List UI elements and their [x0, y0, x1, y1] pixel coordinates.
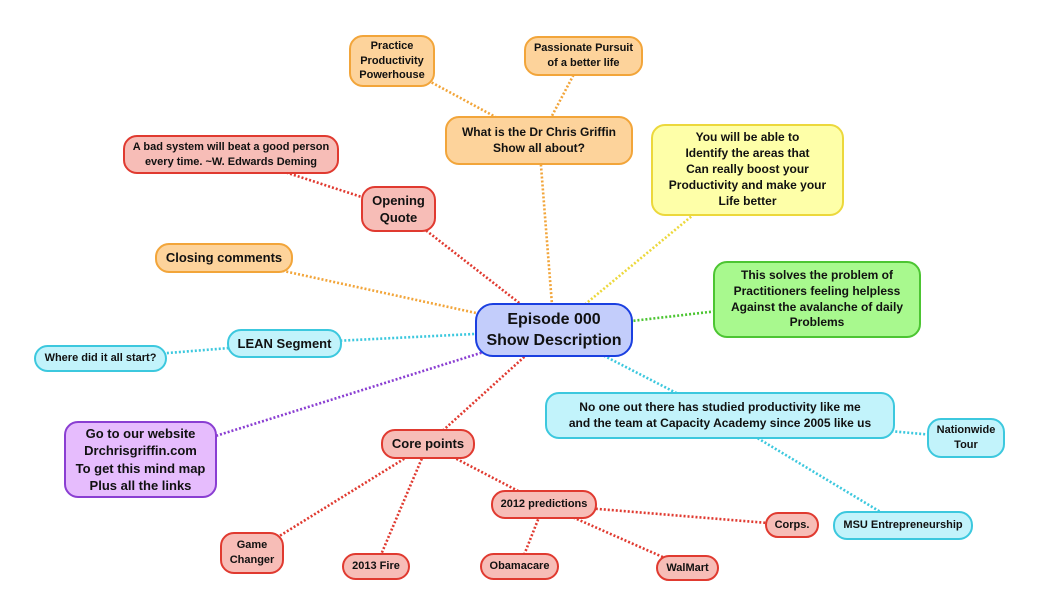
node-obamacare[interactable]: Obamacare	[480, 553, 559, 580]
connector-core_points-game_changer	[251, 442, 429, 555]
node-msu-entrepreneurship[interactable]: MSU Entrepreneurship	[833, 511, 973, 540]
node-passionate-pursuit[interactable]: Passionate Pursuit of a better life	[524, 36, 643, 76]
connector-center-no_one_studied	[553, 328, 721, 417]
connector-predictions_2012-obamacare	[518, 504, 546, 567]
node-corps[interactable]: Corps.	[765, 512, 819, 538]
connector-core_points-fire_2013	[374, 443, 430, 568]
node-nationwide-tour[interactable]: Nationwide Tour	[927, 418, 1005, 458]
connector-center-what_is_show	[537, 140, 556, 331]
node-problem-solved[interactable]: This solves the problem of Practitioners…	[713, 261, 921, 338]
node-opening-quote[interactable]: Opening Quote	[361, 186, 436, 232]
node-2012-predictions[interactable]: 2012 predictions	[491, 490, 597, 519]
node-where-did-it-start[interactable]: Where did it all start?	[34, 345, 167, 372]
node-walmart[interactable]: WalMart	[656, 555, 719, 581]
node-deming-quote[interactable]: A bad system will beat a good person eve…	[123, 135, 339, 174]
node-closing-comments[interactable]: Closing comments	[155, 243, 293, 273]
connector-no_one_studied-msu	[719, 414, 904, 527]
node-practice-productivity[interactable]: Practice Productivity Powerhouse	[349, 35, 435, 87]
central-topic[interactable]: Episode 000 Show Description	[475, 303, 633, 357]
node-2013-fire[interactable]: 2013 Fire	[342, 553, 410, 580]
node-core-points[interactable]: Core points	[381, 429, 475, 459]
node-lean-segment[interactable]: LEAN Segment	[227, 329, 342, 358]
node-no-one-studied[interactable]: No one out there has studied productivit…	[545, 392, 895, 439]
node-benefit-statement[interactable]: You will be able to Identify the areas t…	[651, 124, 844, 216]
node-go-to-website[interactable]: Go to our website Drchrisgriffin.com To …	[64, 421, 217, 498]
node-game-changer[interactable]: Game Changer	[220, 532, 284, 574]
node-what-is-show[interactable]: What is the Dr Chris Griffin Show all ab…	[445, 116, 633, 165]
